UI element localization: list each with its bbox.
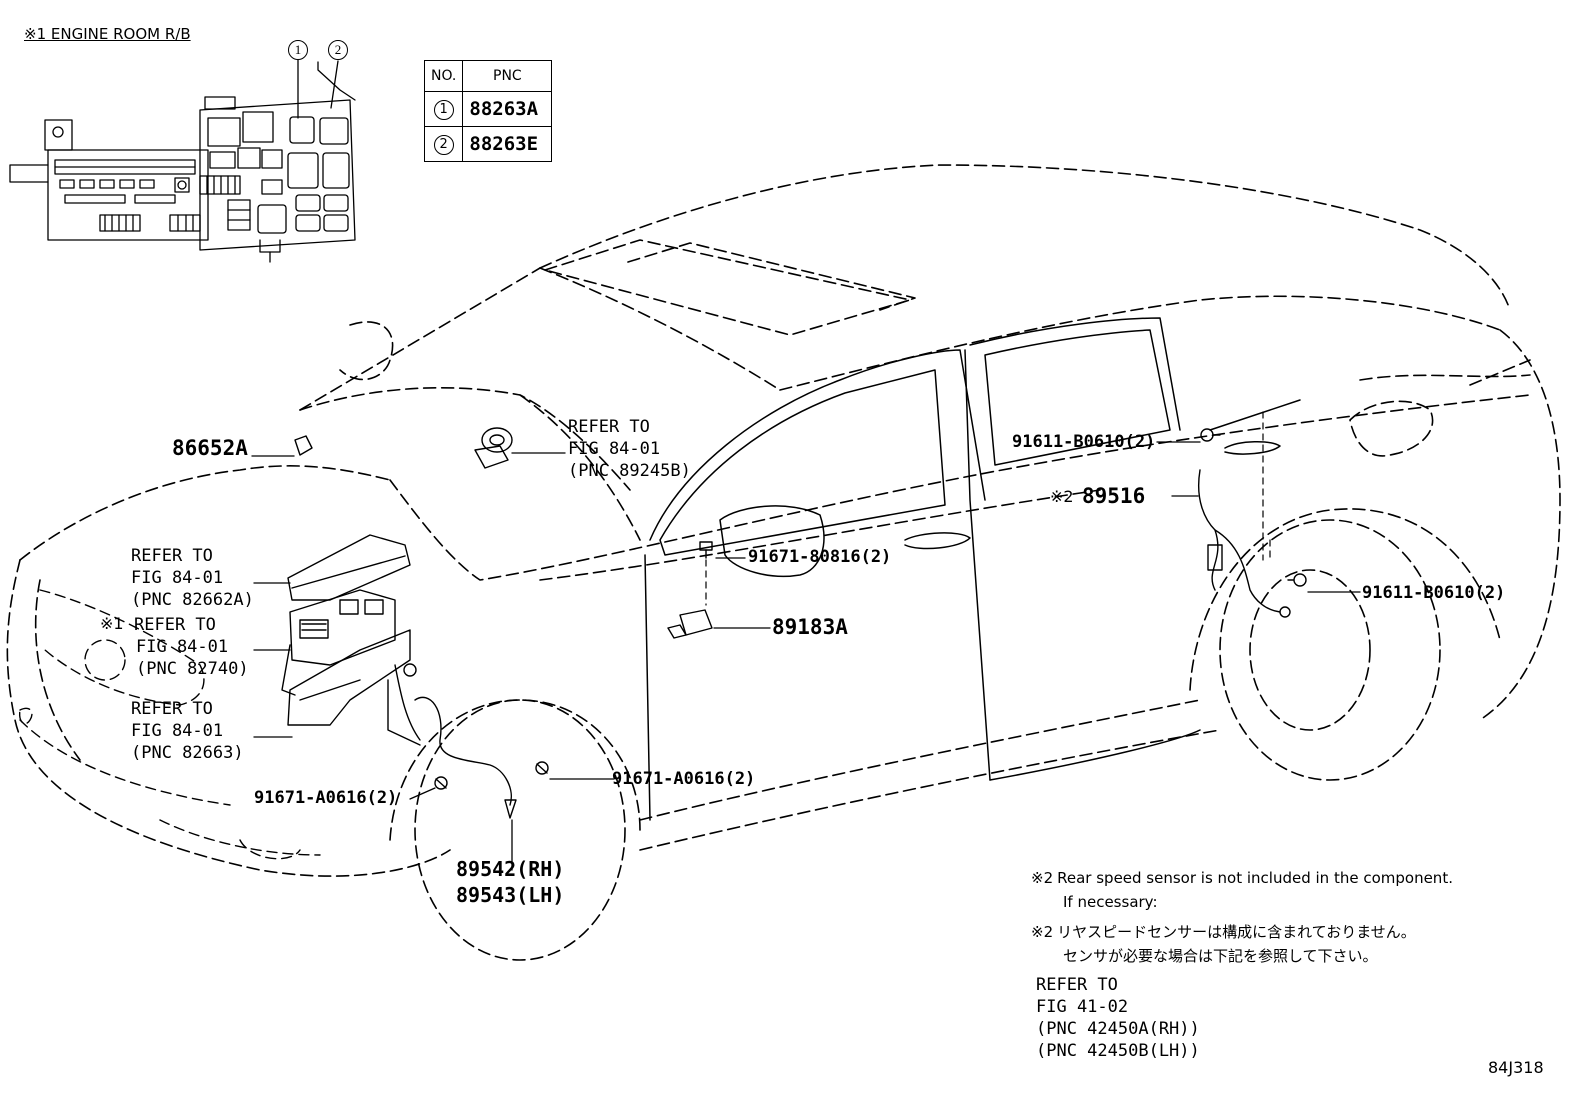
refer-line: (PNC 82663) [131,743,244,763]
part-89245b [475,428,512,468]
note-english: ※2 Rear speed sensor is not included in … [1031,868,1453,888]
label-89516-mark: ※2 [1050,487,1074,506]
refer-89245b: REFER TO FIG 84-01 (PNC 89245B) [568,416,691,482]
callout-number: 1 [288,40,308,60]
row-number: 2 [433,135,454,155]
inset-callout-1: 1 [288,40,308,60]
note-refer-block: REFER TO FIG 41-02 (PNC 42450A(RH)) (PNC… [1036,974,1200,1062]
note-text: リヤスピードセンサーは構成に含まれておりません。 [1057,923,1416,941]
front-fascia-details [20,590,320,859]
refer-line: (PNC 82662A) [131,590,254,610]
car-door-lines [645,318,1300,820]
parts [282,428,1306,818]
part-86652a [295,436,312,455]
part-82740 [282,590,395,695]
bolt-91671-a0616-mid [536,762,548,774]
pnc-header-pnc: PNC [462,60,553,92]
bolt-91671-a0616-left [435,777,447,789]
note-text: Rear speed sensor is not included in the… [1057,869,1453,887]
label-91671-a0616-left: 91671-A0616(2) [254,788,398,808]
refer-line: FIG 84-01 [131,568,224,588]
note-japanese-line2: センサが必要な場合は下記を参照して下さい。 [1063,947,1378,965]
pnc-row-no: 1 [423,91,464,127]
refer-line: FIG 84-01 [568,439,661,459]
engine-room-relay-block [10,60,355,262]
inset-title: ※1 ENGINE ROOM R/B [24,25,191,43]
refer-line: (PNC 42450A(RH)) [1036,1019,1200,1039]
row-number: 1 [433,100,454,120]
leader-lines [252,442,1360,870]
label-91611-b0610-right: 91611-B0610(2) [1362,583,1506,603]
refer-82740: REFER TO FIG 84-01 (PNC 82740) [134,614,249,680]
refer-line: REFER TO [1036,975,1118,995]
label-91611-b0610-top: 91611-B0610(2) [1012,432,1156,452]
refer-line: (PNC 89245B) [568,461,691,481]
note-japanese: ※2 リヤスピードセンサーは構成に含まれておりません。 [1031,922,1416,942]
table-row: 1 88263A [423,91,553,127]
refer-line: FIG 84-01 [136,637,229,657]
pnc-row-no: 2 [423,126,464,162]
pnc-table-header-row: NO. PNC [423,60,553,92]
part-82662a [288,535,410,600]
refer-line: REFER TO [131,699,213,719]
refer-line: REFER TO [568,417,650,437]
refer-line: FIG 84-01 [131,721,224,741]
label-89516: 89516 [1082,484,1146,508]
figure-id: 84J318 [1488,1058,1544,1077]
car-body-outline [7,165,1560,960]
part-82663 [288,630,410,725]
label-91671-80816: 91671-80816(2) [748,547,892,567]
label-89183a: 89183A [772,615,848,639]
pnc-table: NO. PNC 1 88263A 2 88263E [423,60,553,162]
label-89542: 89542(RH) [456,857,565,881]
bolt-91611-b0610-right [1288,574,1306,586]
bolt-91671-80816 [700,542,712,558]
part-89516 [1199,470,1290,617]
pnc-row-code: 88263E [462,126,553,162]
note-mark: ※2 [1031,923,1054,941]
refer-82740-mark: ※1 [100,614,124,633]
bolt-91611-b0610-top [1201,429,1220,441]
table-row: 2 88263E [423,126,553,162]
part-89183a [668,610,712,638]
refer-line: (PNC 42450B(LH)) [1036,1041,1200,1061]
callout-number: 2 [328,40,348,60]
note-mark: ※2 [1031,869,1054,887]
pnc-header-no: NO. [423,60,464,92]
dashed-indicators [706,412,1270,605]
part-89542-89543 [388,664,516,818]
pnc-row-code: 88263A [462,91,553,127]
note-english-line2: If necessary: [1063,893,1158,911]
label-91671-a0616-mid: 91671-A0616(2) [612,769,756,789]
refer-line: REFER TO [131,546,213,566]
refer-82663: REFER TO FIG 84-01 (PNC 82663) [131,698,244,764]
refer-line: (PNC 82740) [136,659,249,679]
refer-line: FIG 41-02 [1036,997,1129,1017]
refer-82662a: REFER TO FIG 84-01 (PNC 82662A) [131,545,254,611]
refer-line: REFER TO [134,615,216,635]
label-89543: 89543(LH) [456,883,565,907]
label-86652a: 86652A [172,436,248,460]
inset-callout-2: 2 [328,40,348,60]
